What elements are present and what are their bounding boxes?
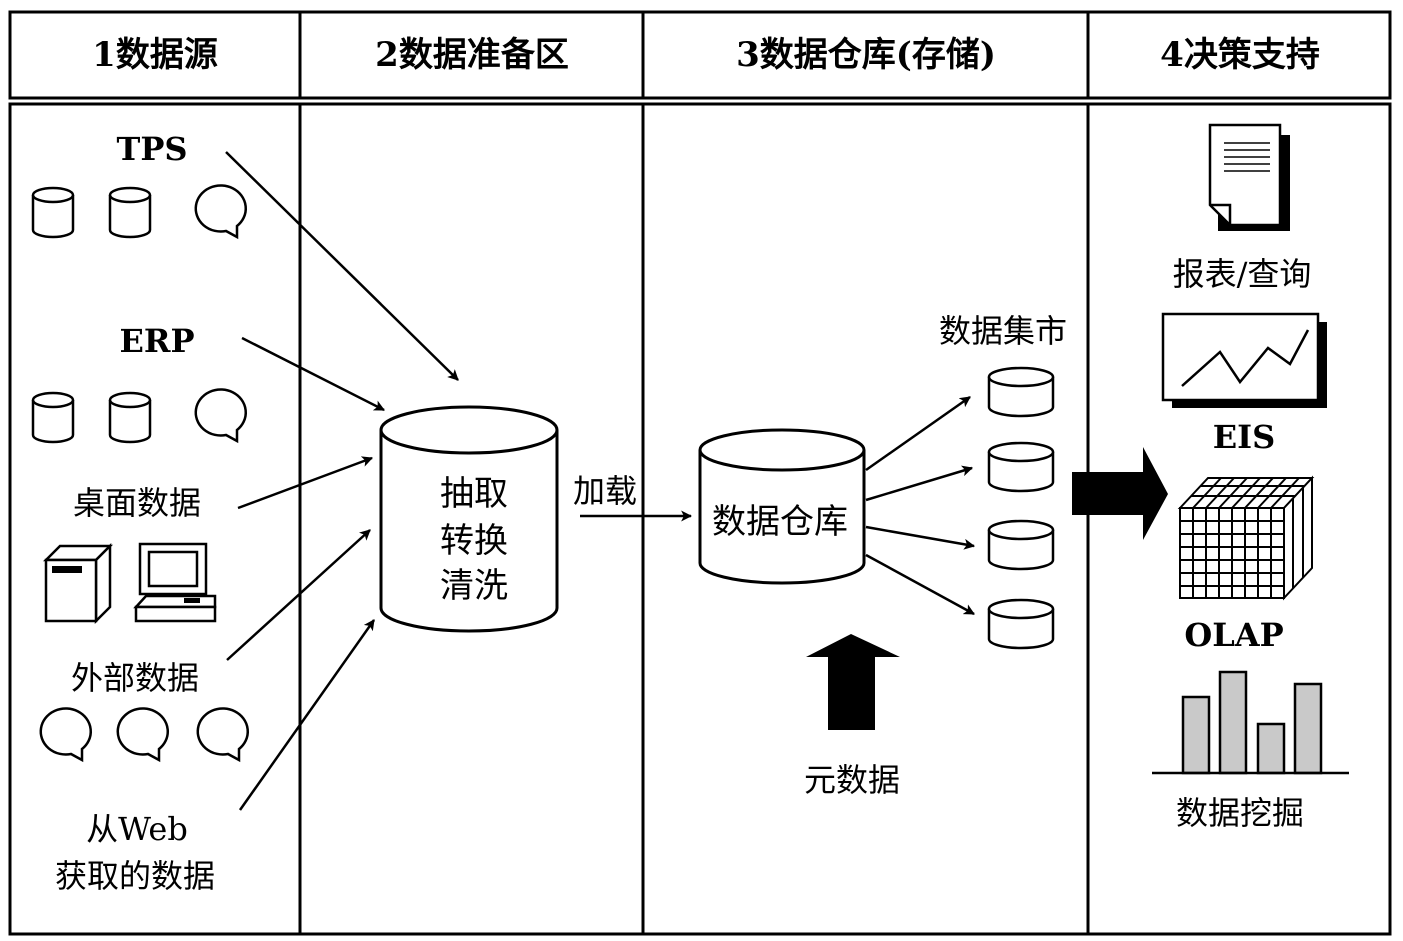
- data-warehouse-cylinder: [698, 428, 866, 585]
- olap-label: OLAP: [1184, 616, 1283, 654]
- arrow-tps-to-etl: [225, 151, 459, 381]
- etl-cylinder: [379, 405, 559, 633]
- eis-chart-icon: [1161, 312, 1327, 408]
- header-data-source: 1数据源: [92, 35, 218, 75]
- body-frame: [8, 102, 1392, 936]
- arrow-desktop-to-etl: [237, 456, 374, 510]
- source-to-etl-arrows: [225, 151, 459, 811]
- tps-database-icon-1: [31, 186, 75, 239]
- etl-extract-label: 抽取: [440, 474, 508, 514]
- header-row: 1数据源 2数据准备区 3数据仓库(存储) 4决策支持: [8, 10, 1392, 100]
- arrow-web-to-etl: [238, 619, 376, 811]
- data-mining-label: 数据挖掘: [1176, 794, 1304, 832]
- to-decision-support-arrow: [1072, 447, 1168, 540]
- arrow-erp-to-etl: [241, 336, 385, 412]
- erp-database-icon-2: [108, 391, 152, 444]
- tps-database-icon-2: [108, 186, 152, 239]
- metadata-up-arrow: [806, 634, 900, 730]
- external-data-label: 外部数据: [71, 659, 199, 697]
- erp-label: ERP: [119, 322, 194, 360]
- header-data-warehouse: 3数据仓库(存储): [736, 35, 996, 75]
- tps-document-bubble-icon: [194, 184, 247, 240]
- web-data-label-line1: 从Web: [86, 810, 188, 848]
- load-label: 加载: [573, 472, 637, 510]
- external-document-bubble-icon-3: [196, 707, 249, 763]
- etl-transform-label: 转换: [440, 521, 508, 561]
- report-document-icon: [1208, 123, 1290, 231]
- data-mart-database-icon-3: [987, 519, 1055, 571]
- header-staging-area: 2数据准备区: [375, 35, 569, 75]
- server-tower-icon: [42, 542, 114, 625]
- data-mart-database-icon-2: [987, 441, 1055, 493]
- etl-clean-label: 清洗: [440, 566, 508, 606]
- data-warehouse-label: 数据仓库: [712, 502, 848, 542]
- desktop-data-label: 桌面数据: [73, 484, 201, 522]
- header-decision-support: 4决策支持: [1160, 35, 1320, 75]
- data-mining-bar-chart-icon: [1152, 670, 1349, 775]
- data-mart-label: 数据集市: [939, 312, 1067, 350]
- external-document-bubble-icon-2: [116, 707, 169, 763]
- web-data-label-line2: 获取的数据: [55, 857, 215, 895]
- olap-cube-icon: [1177, 475, 1315, 601]
- erp-database-icon-1: [31, 391, 75, 444]
- data-mart-database-icon-1: [987, 366, 1055, 418]
- metadata-label: 元数据: [804, 761, 900, 799]
- tps-label: TPS: [117, 130, 188, 168]
- eis-label: EIS: [1213, 418, 1275, 456]
- arrow-external-to-etl: [226, 529, 371, 661]
- warehouse-to-mart-arrows: [865, 395, 976, 616]
- data-mart-database-icon-4: [987, 598, 1055, 650]
- desktop-computer-icon: [133, 542, 217, 623]
- external-document-bubble-icon-1: [39, 707, 92, 763]
- report-query-label: 报表/查询: [1173, 255, 1312, 293]
- erp-document-bubble-icon: [194, 388, 247, 444]
